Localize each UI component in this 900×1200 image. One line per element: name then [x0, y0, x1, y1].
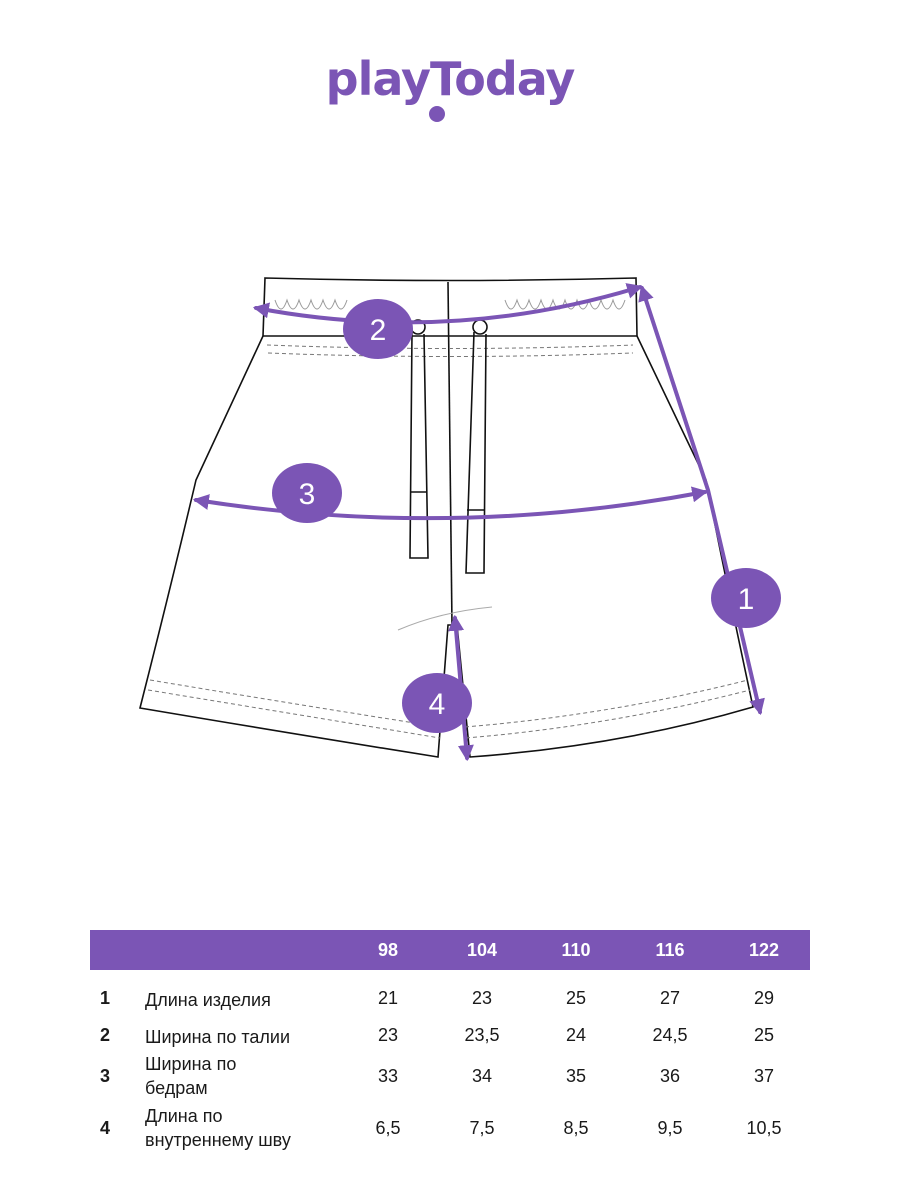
- row-1-value: 21: [377, 988, 399, 1008]
- row-2-value: 23,5: [464, 1025, 500, 1045]
- badge-2: 2: [343, 299, 413, 359]
- badge-2-number: 2: [370, 314, 387, 347]
- size-header-122: 122: [748, 940, 780, 960]
- shorts-diagram: 1 2 3 4: [139, 277, 781, 762]
- size-header-104: 104: [466, 940, 498, 960]
- row-3-label: Ширина по бедрам: [145, 1054, 237, 1098]
- row-1-value: 27: [659, 988, 681, 1008]
- badge-3-number: 3: [299, 478, 316, 511]
- logo-dot: [429, 106, 445, 122]
- row-4-number: 4: [100, 1118, 111, 1138]
- row-2-value: 25: [753, 1025, 775, 1045]
- size-header-110: 110: [561, 940, 591, 960]
- badge-4-number: 4: [429, 688, 446, 721]
- row-2-value: 24,5: [652, 1025, 688, 1045]
- row-3-value: 35: [565, 1066, 587, 1086]
- row-1-number: 1: [100, 988, 111, 1008]
- size-table-header: [90, 930, 810, 970]
- row-4-value: 7,5: [469, 1118, 495, 1138]
- row-1-value: 23: [471, 988, 493, 1008]
- row-4-value: 8,5: [563, 1118, 589, 1138]
- brand-logo: playToday: [325, 52, 576, 106]
- row-2-number: 2: [100, 1025, 111, 1045]
- row-1-value: 29: [753, 988, 775, 1008]
- row-4-value: 9,5: [657, 1118, 683, 1138]
- row-3-number: 3: [100, 1066, 111, 1086]
- row-2-value: 23: [377, 1025, 399, 1045]
- row-3-value: 34: [471, 1066, 493, 1086]
- size-header-98: 98: [377, 940, 399, 960]
- arrow-length: [638, 284, 765, 716]
- badge-1-number: 1: [738, 583, 755, 616]
- row-1-label: Длина изделия: [145, 990, 271, 1010]
- arrow-waist: [252, 283, 644, 325]
- row-3-value: 36: [659, 1066, 681, 1086]
- row-3-value: 33: [377, 1066, 399, 1086]
- arrow-hips: [192, 486, 709, 521]
- badge-3: 3: [272, 463, 342, 523]
- row-2-value: 24: [565, 1025, 587, 1045]
- row-2-label: Ширина по талии: [145, 1027, 290, 1047]
- row-1-value: 25: [565, 988, 587, 1008]
- badge-1: 1: [711, 568, 781, 628]
- row-4-label: Длина по внутреннему шву: [145, 1106, 291, 1150]
- row-3-value: 37: [753, 1066, 775, 1086]
- size-header-116: 116: [655, 940, 685, 960]
- row-4-value: 10,5: [746, 1118, 782, 1138]
- badge-4: 4: [402, 673, 472, 733]
- measurement-arrows: [192, 283, 765, 762]
- row-4-value: 6,5: [375, 1118, 401, 1138]
- stitching: [147, 344, 751, 739]
